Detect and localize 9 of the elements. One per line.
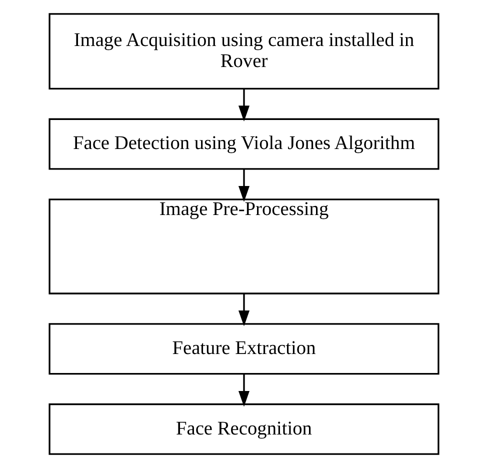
node-box: Face Detection using Viola Jones Algorithm [48, 118, 439, 170]
node-box: Feature Extraction [48, 323, 439, 375]
node-box: Image Acquisition using camera installed in Rover [48, 13, 439, 90]
arrow [238, 294, 250, 326]
arrow [238, 374, 250, 407]
arrow [238, 169, 250, 202]
node-box: Image Pre-Processing [48, 198, 439, 294]
arrow [238, 88, 250, 122]
node-box: Face Recognition [48, 403, 439, 455]
